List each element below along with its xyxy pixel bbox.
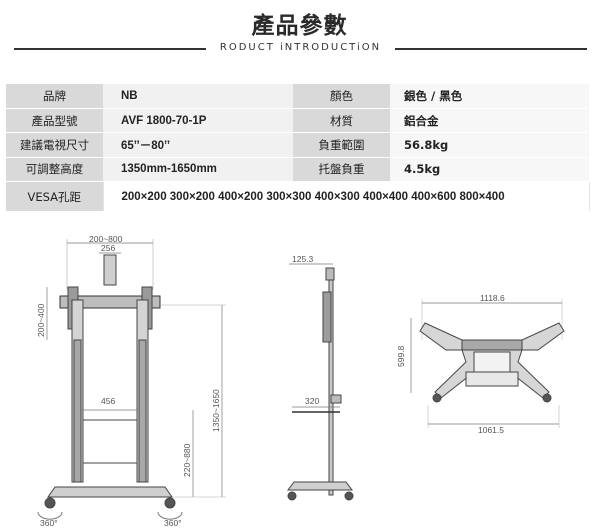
spec-value: NB xyxy=(103,84,293,109)
spec-label: 托盤負重 xyxy=(293,157,390,183)
spec-value: 4.5kg xyxy=(390,157,589,183)
page-title: 產品參數 xyxy=(251,13,348,39)
dim-front-tray-height: 220~880 xyxy=(182,443,192,477)
spec-label: 產品型號 xyxy=(6,108,103,134)
spec-label: 可調整高度 xyxy=(6,157,103,183)
spec-label: 材質 xyxy=(293,108,390,134)
spec-value: 鋁合金 xyxy=(390,108,589,134)
dim-front-tray: 456 xyxy=(101,396,115,406)
dim-front-center: 256 xyxy=(101,243,115,253)
spec-value: AVF 1800-70-1P xyxy=(103,108,293,134)
dim-side-top: 125.3 xyxy=(292,254,314,264)
dim-front-height: 1350~1650 xyxy=(211,389,221,432)
dim-front-width: 200~800 xyxy=(89,234,123,244)
caster-left-rotation: 360° xyxy=(40,518,58,528)
spec-label: 顏色 xyxy=(293,84,390,109)
caster-right-rotation: 360° xyxy=(164,518,182,528)
spec-value: 銀色 / 黑色 xyxy=(390,84,589,109)
dim-top-base: 1061.5 xyxy=(478,425,504,435)
title-rule-right xyxy=(395,48,587,50)
top-view xyxy=(410,299,565,428)
spec-row-vesa: VESA孔距 200×200 300×200 400×200 300×300 4… xyxy=(6,181,590,213)
spec-label: 品牌 xyxy=(6,84,103,109)
dim-top-depth: 599.8 xyxy=(396,345,406,367)
spec-row: 產品型號 AVF 1800-70-1P 材質 鋁合金 xyxy=(6,108,589,134)
dim-side-tray: 320 xyxy=(305,396,319,406)
spec-table: 品牌 NB 顏色 銀色 / 黑色 產品型號 AVF 1800-70-1P 材質 … xyxy=(6,84,590,213)
title-rule-left xyxy=(14,48,206,50)
spec-row: 建議電視尺寸 65’’－80’’ 負重範圍 56.8kg xyxy=(6,132,589,158)
spec-value: 65’’－80’’ xyxy=(103,132,293,158)
spec-value: 56.8kg xyxy=(390,132,589,158)
spec-value: 1350mm-1650mm xyxy=(103,157,293,183)
front-view xyxy=(37,239,226,520)
vesa-value: 200×200 300×200 400×200 300×300 400×300 … xyxy=(102,181,590,213)
spec-row: 可調整高度 1350mm-1650mm 托盤負重 4.5kg xyxy=(6,157,589,183)
spec-label: 建議電視尺寸 xyxy=(6,132,103,158)
dim-front-side: 200~400 xyxy=(36,303,46,337)
dim-top-width: 1118.6 xyxy=(480,293,505,303)
spec-label: 負重範圍 xyxy=(293,132,390,158)
page-subtitle: RODUCT iNTRODUCTiON xyxy=(219,42,382,53)
spec-row: 品牌 NB 顏色 銀色 / 黑色 xyxy=(6,84,589,109)
vesa-label: VESA孔距 xyxy=(6,181,103,213)
side-view xyxy=(287,263,354,501)
